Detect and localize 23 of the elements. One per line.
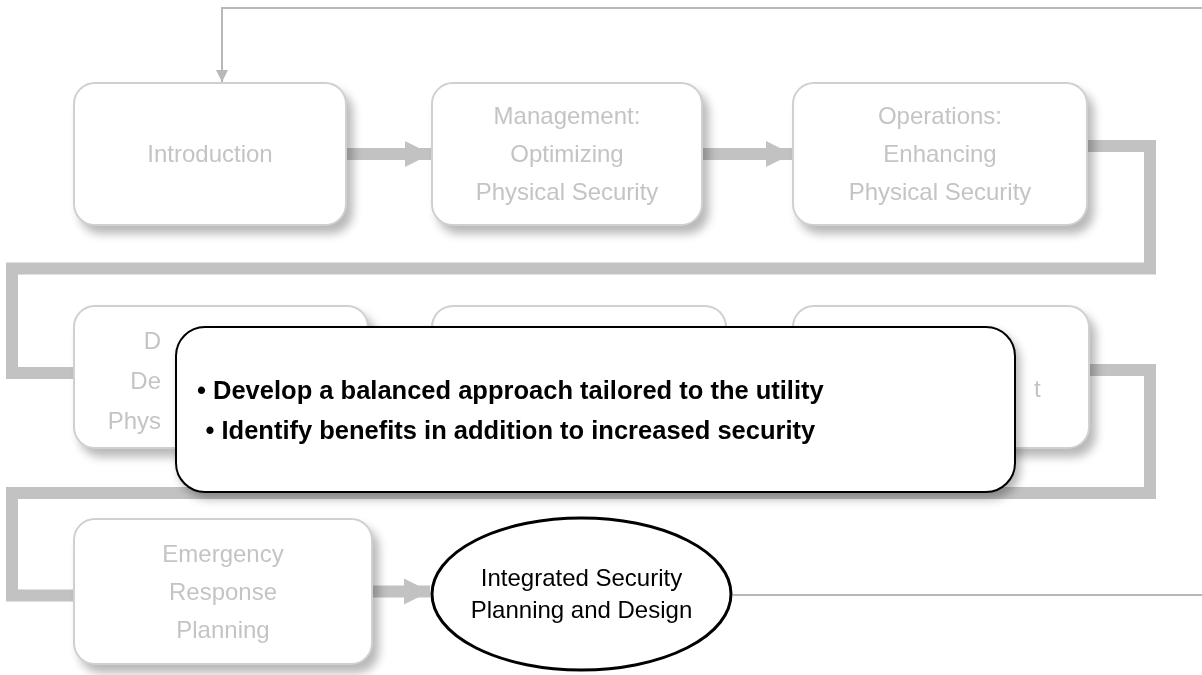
bullet-item: • Develop a balanced approach tailored to the utility: [197, 374, 824, 406]
process-box: [431, 305, 727, 328]
connector-line: [6, 364, 1156, 602]
connector-line: [6, 140, 1156, 379]
arrow: [703, 141, 792, 167]
arrow: [373, 578, 430, 605]
process-box: [73, 518, 373, 665]
partial-label: D De Phys: [106, 326, 162, 436]
node-label: Operations: Enhancing Physical Security: [847, 101, 1033, 207]
process-box: [431, 82, 703, 226]
node-label: Management: Optimizing Physical Security: [474, 101, 660, 207]
connector-line: [732, 594, 1202, 596]
process-box: [73, 82, 347, 226]
process-box: [792, 82, 1088, 226]
arrow: [216, 7, 1202, 83]
node-label: Integrated Security Planning and Design: [469, 563, 694, 625]
arrow: [347, 141, 431, 167]
node-label: Emergency Response Planning: [161, 538, 285, 645]
partial-label: t: [1033, 374, 1042, 404]
bullet-item: • Identify benefits in addition to increased security: [204, 414, 817, 446]
node-label: Introduction: [146, 139, 274, 169]
callout-tooltip: [175, 326, 1016, 493]
highlighted-ellipse: [430, 516, 733, 672]
